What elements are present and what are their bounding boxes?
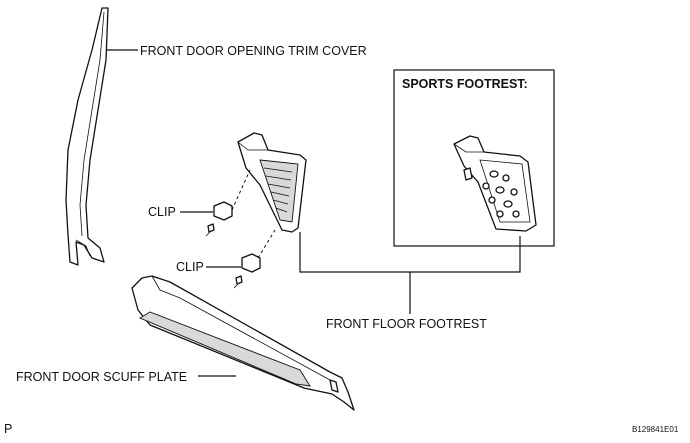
- sports-footrest-box: [393, 69, 555, 247]
- floor-footrest-illustration: [237, 132, 307, 233]
- clip-upper-illustration: [205, 201, 233, 237]
- footrest-leader-bracket: [299, 232, 521, 273]
- sports-footrest-illustration: [453, 135, 537, 232]
- clip-lower-guide: [257, 229, 276, 259]
- corner-code: P: [4, 422, 12, 436]
- scuff-plate-label: FRONT DOOR SCUFF PLATE: [16, 370, 187, 384]
- scuff-plate-illustration: [131, 275, 355, 411]
- trim-cover-label: FRONT DOOR OPENING TRIM COVER: [140, 44, 367, 58]
- floor-footrest-label: FRONT FLOOR FOOTREST: [326, 317, 487, 331]
- sports-footrest-title: SPORTS FOOTREST:: [402, 77, 528, 91]
- figure-id: B129841E01: [632, 425, 679, 434]
- clip-upper-guide: [231, 169, 251, 211]
- clip-lower-label: CLIP: [176, 260, 204, 274]
- trim-cover-illustration: [65, 7, 109, 266]
- clip-lower-illustration: [233, 253, 261, 289]
- clip-upper-label: CLIP: [148, 205, 176, 219]
